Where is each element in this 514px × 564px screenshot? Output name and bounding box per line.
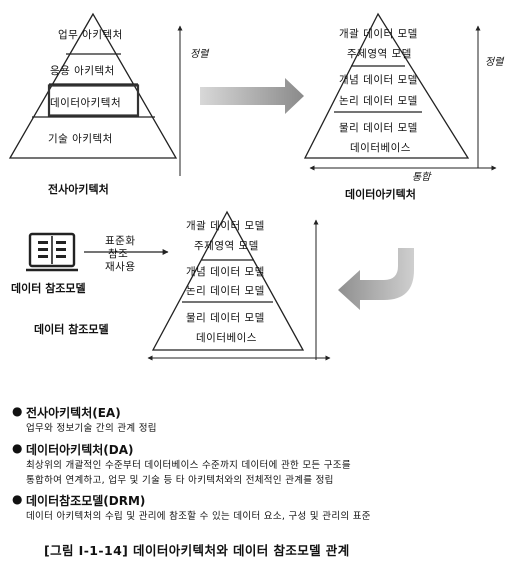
bullet-dot: ● bbox=[12, 404, 23, 418]
figure-caption: [그림 Ⅰ-1-14] 데이터아키텍처와 데이터 참조모델 관계 bbox=[44, 543, 350, 558]
def-da-line2: 통합하여 연계하고, 업무 및 기술 등 타 아키텍처와의 전체적인 관계를 정… bbox=[26, 475, 334, 486]
ea-caption: 전사아키텍처 bbox=[48, 183, 109, 196]
expand-arrow bbox=[200, 78, 304, 114]
ea-pyramid bbox=[8, 12, 178, 159]
arrow-label-standardize: 표준화 bbox=[105, 235, 136, 247]
da-layer-subject: 주제영역 모델 bbox=[347, 48, 412, 60]
drm-layer-physical: 물리 데이터 모델 bbox=[186, 312, 265, 324]
book-icon-caption: 데이터 참조모델 bbox=[11, 282, 86, 295]
arrow-label-reuse: 재사용 bbox=[105, 261, 136, 273]
drm-layer-subject: 주제영역 모델 bbox=[194, 240, 259, 252]
def-da-line1: 최상위의 개괄적인 수준부터 데이터베이스 수준까지 데이터에 관한 모든 구조… bbox=[26, 460, 351, 471]
da-caption: 데이터아키텍처 bbox=[345, 188, 416, 201]
return-arrow bbox=[338, 248, 414, 310]
drm-axes bbox=[147, 219, 331, 361]
drm-layer-database: 데이터베이스 bbox=[196, 332, 257, 344]
def-drm-term: 데이터참조모델(DRM) bbox=[26, 494, 146, 508]
ea-layer-application: 응용 아키텍처 bbox=[50, 65, 115, 77]
drm-layer-overview: 개괄 데이터 모델 bbox=[186, 220, 265, 232]
da-axis-align: 정렬 bbox=[485, 57, 504, 68]
da-layer-overview: 개괄 데이터 모델 bbox=[339, 28, 418, 40]
drm-layer-logical: 논리 데이터 모델 bbox=[186, 285, 265, 297]
arrow-label-reference: 참조 bbox=[108, 248, 129, 260]
da-layer-physical: 물리 데이터 모델 bbox=[339, 122, 418, 134]
ea-layer-technology: 기술 아키텍처 bbox=[48, 133, 113, 145]
da-layer-database: 데이터베이스 bbox=[350, 142, 411, 154]
da-axis-integrate: 통합 bbox=[412, 172, 431, 183]
drm-layer-conceptual: 개념 데이터 모델 bbox=[186, 266, 265, 278]
da-layer-logical: 논리 데이터 모델 bbox=[339, 95, 418, 107]
drm-pyramid bbox=[151, 210, 305, 351]
ea-layer-business: 업무 아키텍처 bbox=[58, 29, 123, 41]
da-layer-conceptual: 개념 데이터 모델 bbox=[339, 74, 418, 86]
def-ea-term: 전사아키텍처(EA) bbox=[26, 406, 121, 420]
bullet-dot: ● bbox=[12, 492, 23, 506]
drm-caption: 데이터 참조모델 bbox=[34, 323, 109, 336]
def-da-term: 데이터아키텍처(DA) bbox=[26, 443, 134, 457]
ea-axis-label: 정렬 bbox=[190, 49, 209, 60]
def-drm-line1: 데이터 아키텍처의 수립 및 관리에 참조할 수 있는 데이터 요소, 구성 및… bbox=[26, 511, 371, 522]
ea-layer-data: 데이터아키텍처 bbox=[50, 97, 122, 109]
da-pyramid bbox=[303, 12, 470, 159]
def-ea-line1: 업무와 정보기술 간의 관계 정립 bbox=[26, 423, 157, 434]
reference-book-icon bbox=[26, 232, 78, 272]
bullet-dot: ● bbox=[12, 441, 23, 455]
